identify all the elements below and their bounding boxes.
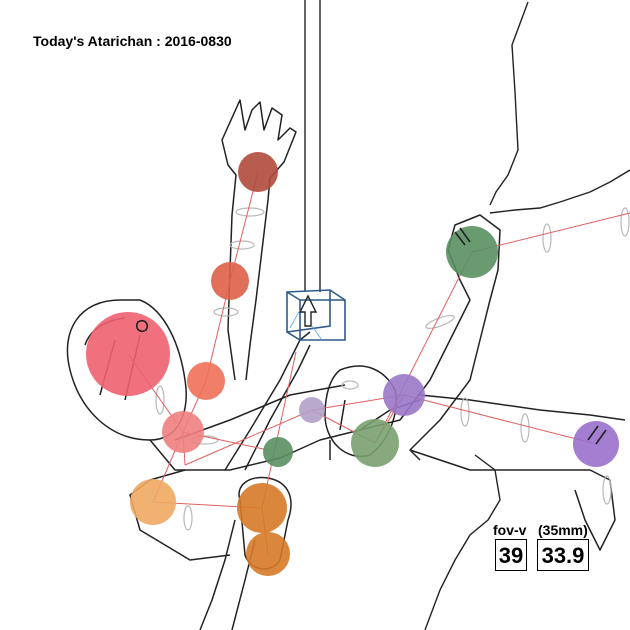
lens-label: (35mm) bbox=[538, 522, 588, 538]
joint-mark-2 bbox=[587, 425, 607, 445]
camera-cube[interactable] bbox=[286, 289, 346, 341]
fov-label: fov-v bbox=[493, 522, 527, 538]
joint-mark-0 bbox=[135, 319, 149, 333]
joint-handle-torso-center-9[interactable] bbox=[299, 397, 325, 423]
joint-rings bbox=[155, 207, 630, 531]
joint-handles[interactable] bbox=[86, 152, 619, 576]
joint-handle-chest-4[interactable] bbox=[162, 411, 204, 453]
joint-handle-left-knee-10[interactable] bbox=[351, 419, 399, 467]
joint-handle-left-hand-12[interactable] bbox=[446, 226, 498, 278]
joint-handle-right-shoulder-3[interactable] bbox=[187, 362, 225, 400]
joint-handle-left-hand-8[interactable] bbox=[263, 437, 293, 467]
focal-length-field[interactable]: 33.9 bbox=[537, 539, 589, 571]
page-title: Today's Atarichan : 2016-0830 bbox=[33, 33, 232, 49]
joint-handle-hips-7[interactable] bbox=[246, 532, 290, 576]
joint-handle-left-shoulder-5[interactable] bbox=[130, 479, 176, 525]
camera-pole bbox=[304, 0, 321, 292]
joint-handle-right-elbow-2[interactable] bbox=[211, 262, 249, 300]
fov-value-field[interactable]: 39 bbox=[495, 539, 527, 571]
arrow-icon bbox=[298, 294, 318, 327]
joint-handle-head-0[interactable] bbox=[86, 312, 170, 396]
joint-mark-1 bbox=[454, 227, 471, 246]
background-edge-line bbox=[424, 1, 630, 630]
joint-handle-right-knee-11[interactable] bbox=[383, 374, 425, 416]
joint-handle-hips-6[interactable] bbox=[237, 483, 287, 533]
joint-handle-right-hand-1[interactable] bbox=[238, 152, 278, 192]
